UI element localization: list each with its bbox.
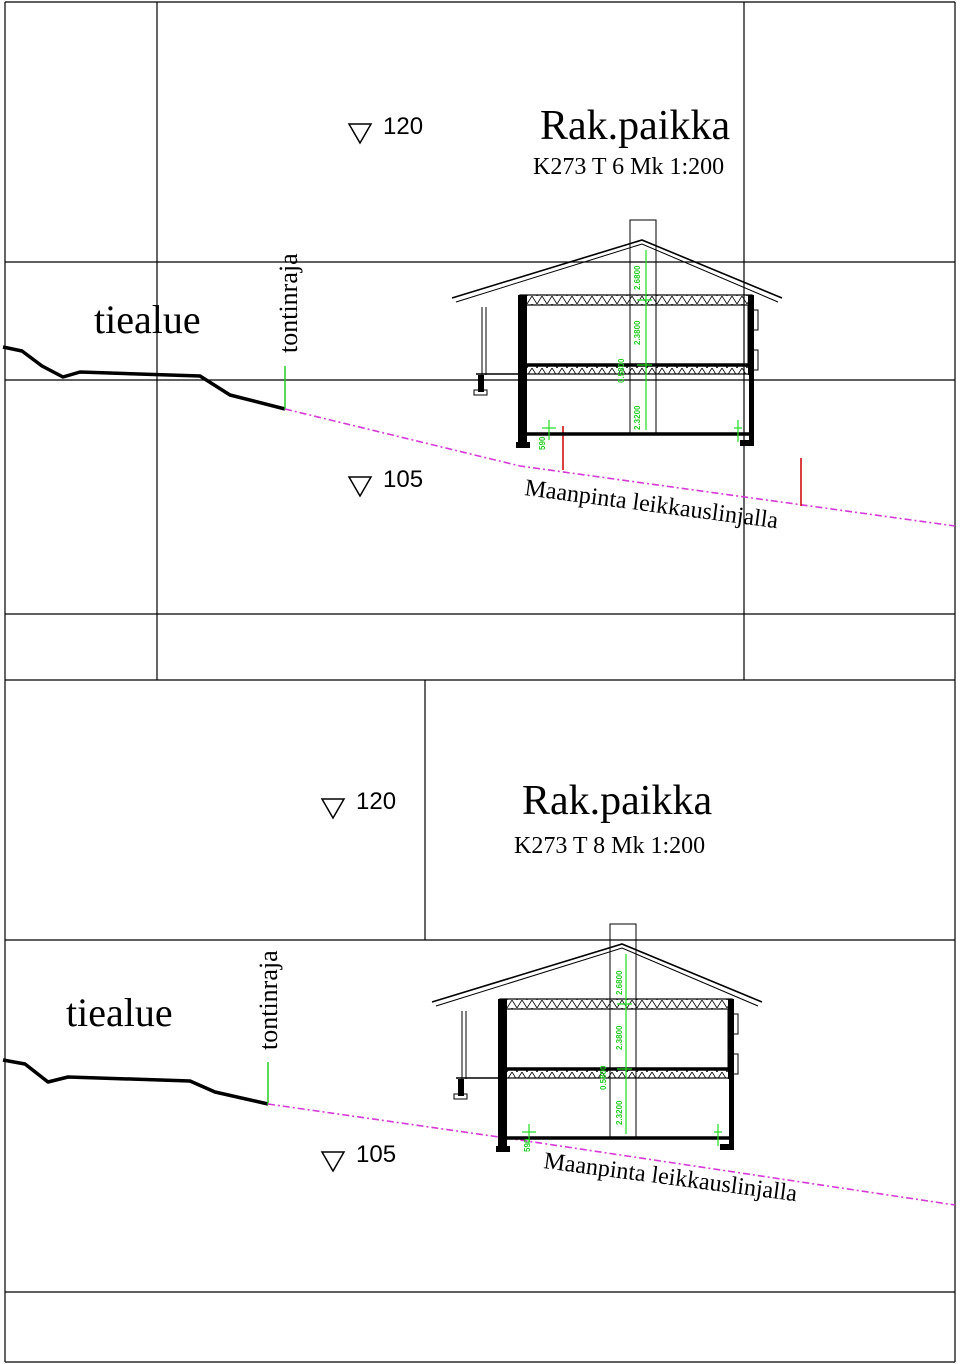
ground-section-line (284, 408, 956, 527)
terrain-line (2, 345, 286, 411)
sheet-2: 120 105 Rak.paikka K273 T 8 Mk 1:200 tie… (2, 680, 956, 1363)
title: Rak.paikka (522, 778, 712, 824)
dim-label: 2.3800 (615, 1025, 624, 1050)
ground-label: Maanpinta leikkauslinjalla (523, 475, 780, 534)
sheet-1: 120 105 Rak.paikka K273 T 6 Mk 1:200 tie… (2, 1, 956, 681)
level-top: 120 (383, 113, 423, 140)
level-marker-icon (320, 1151, 346, 1173)
ground-label: Maanpinta leikkauslinjalla (542, 1148, 799, 1207)
dim-label: 2.6800 (615, 970, 624, 995)
house-section (430, 922, 764, 1154)
dim-label: 0.5800 (617, 358, 626, 383)
dim-label: 590 (538, 436, 547, 450)
level-marker-icon (347, 476, 373, 498)
road-label: tiealue (66, 990, 173, 1035)
house-section (450, 218, 784, 450)
subtitle: K273 T 6 Mk 1:200 (533, 154, 724, 180)
subtitle: K273 T 8 Mk 1:200 (514, 833, 705, 859)
dim-label: 590 (523, 1138, 532, 1152)
level-marker-icon (320, 798, 346, 820)
boundary-label: tontinraja (274, 253, 303, 353)
dim-label: 2.6800 (633, 265, 642, 290)
level-marker-icon (347, 123, 373, 145)
dim-label: 2.3200 (633, 405, 642, 430)
dim-label: 0.5800 (599, 1065, 608, 1090)
dim-label: 2.3200 (615, 1100, 624, 1125)
boundary-label: tontinraja (254, 950, 283, 1050)
dim-label: 2.3800 (633, 320, 642, 345)
level-bottom: 105 (383, 466, 423, 493)
title: Rak.paikka (540, 103, 730, 149)
level-top: 120 (356, 788, 396, 815)
terrain-line (2, 1058, 269, 1106)
level-bottom: 105 (356, 1141, 396, 1168)
road-label: tiealue (94, 297, 201, 342)
